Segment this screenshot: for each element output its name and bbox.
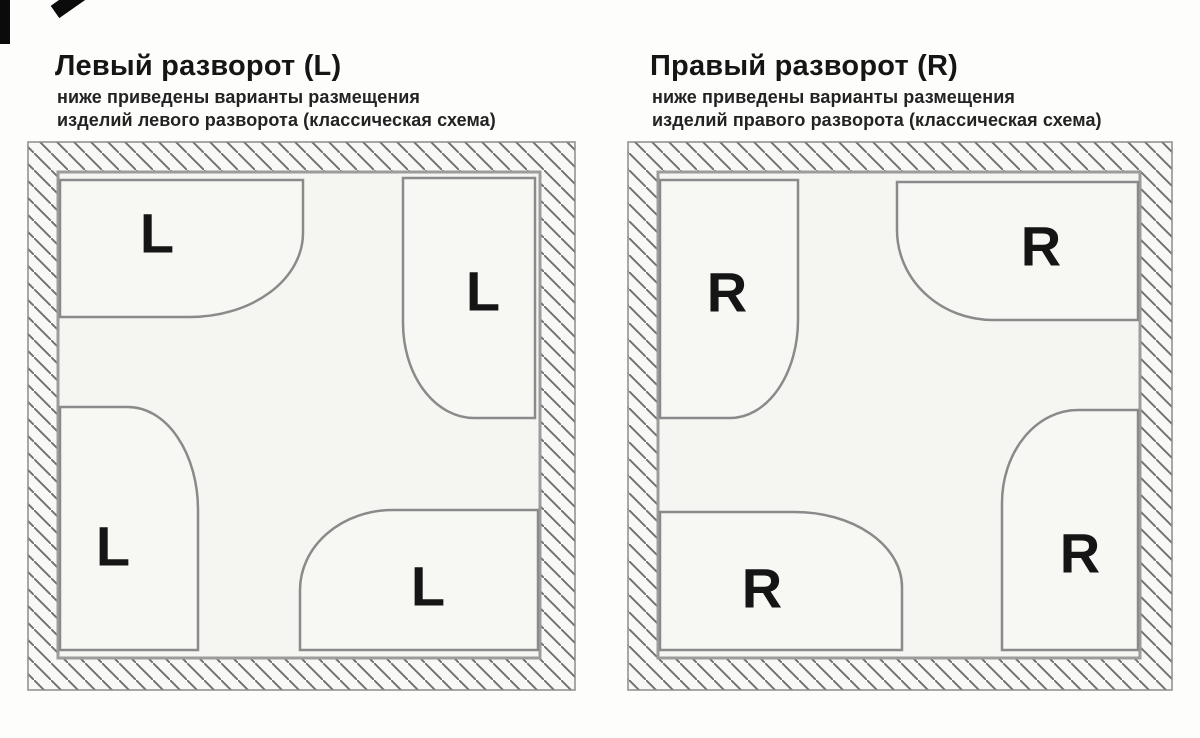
left-room-plan: L L L L — [27, 141, 576, 691]
left-tray-label-top-right: L — [466, 260, 500, 323]
left-tray-bottom-left — [58, 405, 200, 652]
left-tray-label-bottom-right: L — [411, 555, 445, 618]
left-panel-subtitle: ниже приведены варианты размещения издел… — [57, 86, 496, 132]
left-panel-subtitle-line2: изделий левого разворота (классическая с… — [57, 110, 496, 130]
scan-artifact-bar — [0, 0, 10, 44]
right-tray-top-right — [895, 180, 1140, 322]
right-panel-subtitle: ниже приведены варианты размещения издел… — [652, 86, 1102, 132]
right-tray-label-top-right: R — [1021, 215, 1061, 278]
left-tray-top-right — [401, 176, 537, 420]
left-tray-bottom-right — [298, 508, 540, 652]
left-tray-label-top-left: L — [140, 202, 174, 265]
right-room-plan: R R R R — [627, 141, 1173, 691]
right-panel-title: Правый разворот (R) — [650, 50, 958, 82]
right-panel-subtitle-line2: изделий правого разворота (классическая … — [652, 110, 1102, 130]
left-tray-top-left — [58, 178, 305, 319]
right-tray-label-bottom-left: R — [742, 557, 782, 620]
right-panel-subtitle-line1: ниже приведены варианты размещения — [652, 87, 1015, 107]
left-tray-label-bottom-left: L — [96, 515, 130, 578]
right-tray-bottom-left — [658, 510, 904, 652]
right-tray-top-left — [658, 178, 800, 420]
left-panel-subtitle-line1: ниже приведены варианты размещения — [57, 87, 420, 107]
right-tray-bottom-right — [1000, 408, 1140, 652]
right-tray-label-top-left: R — [707, 261, 747, 324]
right-tray-label-bottom-right: R — [1060, 522, 1100, 585]
left-panel-title: Левый разворот (L) — [55, 50, 342, 82]
